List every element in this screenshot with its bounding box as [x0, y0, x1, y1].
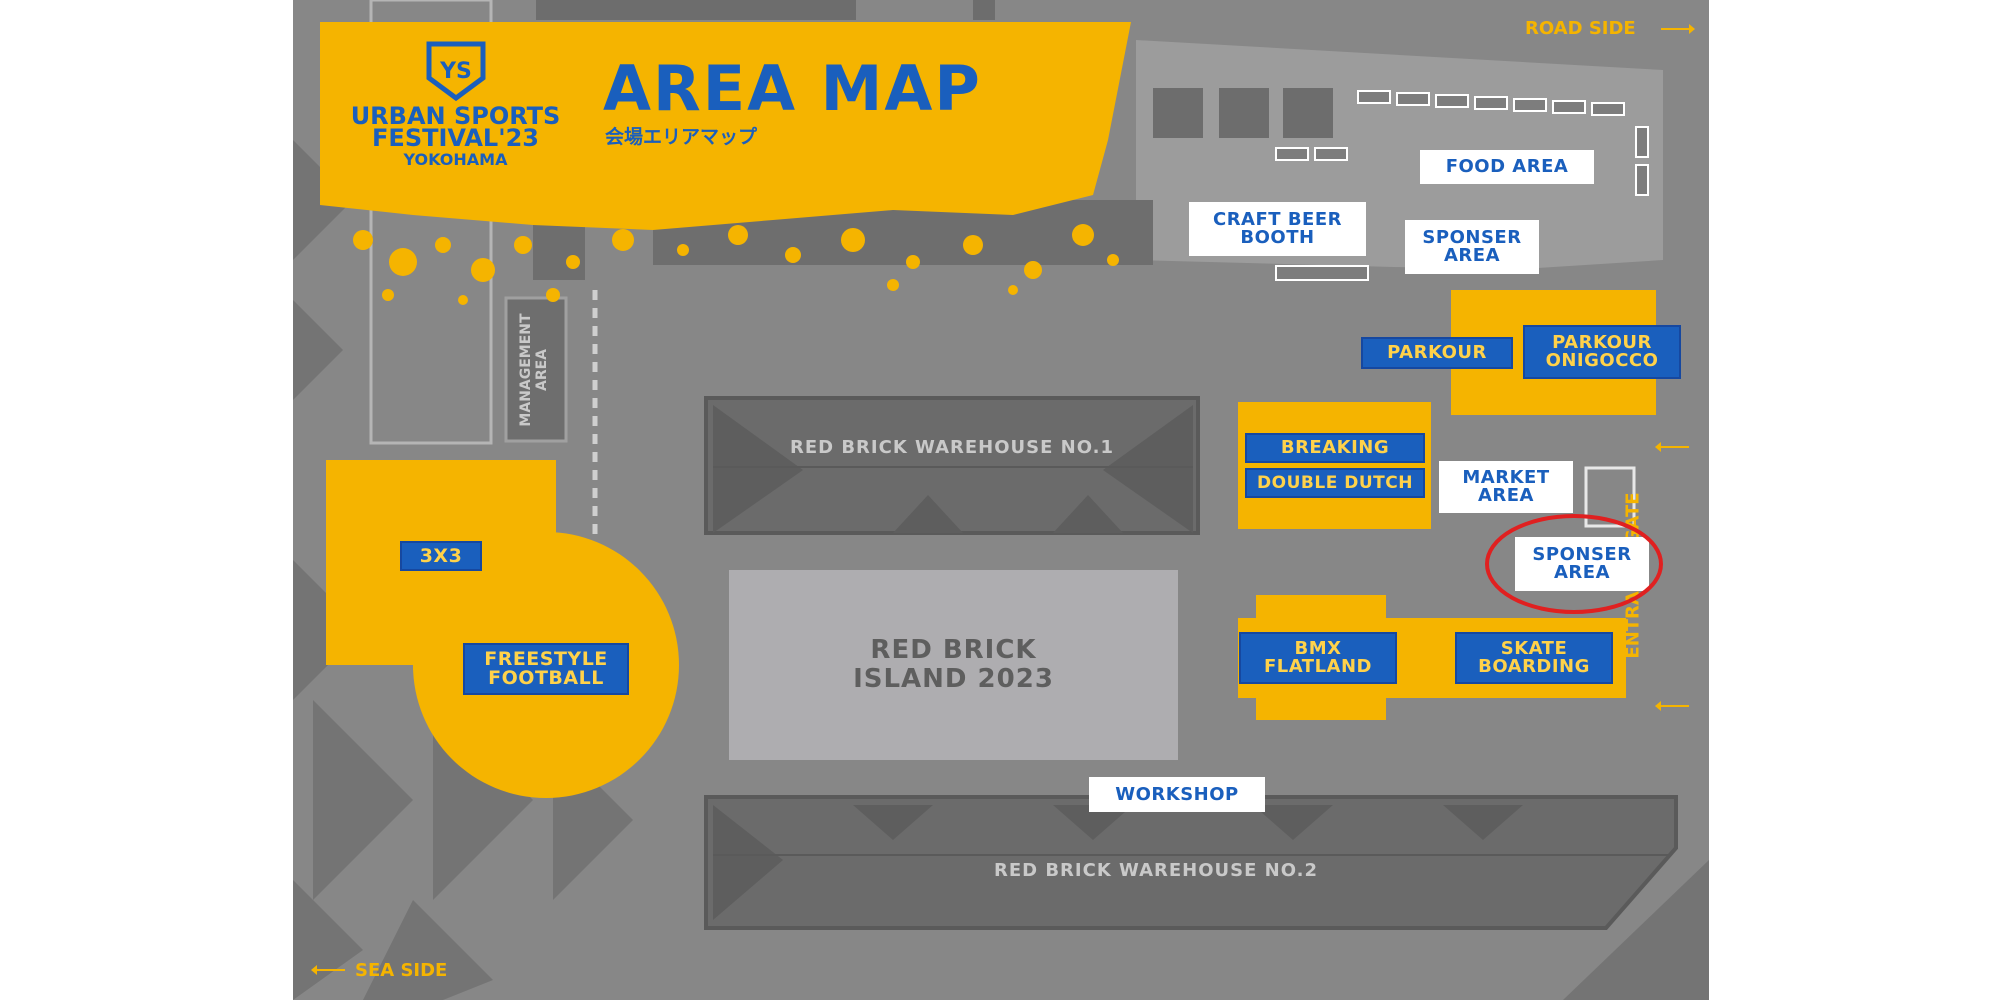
festival-name-line2: FESTIVAL'23 [372, 124, 539, 152]
craft-beer-booth-label: CRAFT BEER BOOTH [1189, 202, 1366, 256]
area-map: YS URBAN SPORTS FESTIVAL'23 YOKOHAMA ARE… [293, 0, 1709, 1000]
red-brick-island-label: RED BRICK ISLAND 2023 [853, 635, 1054, 694]
workshop-label: WORKSHOP [1089, 777, 1265, 812]
road-side-label: ROAD SIDE [1525, 18, 1636, 39]
festival-shield-logo-icon: YS [426, 41, 486, 102]
bmx-flatland-label: BMX FLATLAND [1239, 632, 1397, 684]
arrow-right-icon [1661, 24, 1695, 34]
arrow-left-icon [1655, 701, 1689, 711]
page-subtitle: 会場エリアマップ [605, 126, 758, 148]
arrow-left-icon [1655, 442, 1689, 452]
warehouse-2-label: RED BRICK WAREHOUSE NO.2 [993, 860, 1319, 881]
page-title: AREA MAP [603, 52, 982, 125]
market-area-label: MARKET AREA [1439, 461, 1573, 513]
skate-boarding-label: SKATE BOARDING [1455, 632, 1613, 684]
food-area-label: FOOD AREA [1420, 150, 1594, 184]
sponser-area-top-label: SPONSER AREA [1405, 220, 1539, 274]
svg-text:YS: YS [439, 59, 472, 84]
arrow-left-icon [311, 965, 345, 975]
festival-name-line1: URBAN SPORTS [350, 102, 561, 130]
warehouse-1-label: RED BRICK WAREHOUSE NO.1 [789, 437, 1115, 458]
parkour-label: PARKOUR [1361, 337, 1513, 369]
double-dutch-label: DOUBLE DUTCH [1245, 468, 1425, 498]
sponser-area-entrance-label: SPONSER AREA [1515, 537, 1649, 591]
freestyle-football-label: FREESTYLE FOOTBALL [463, 643, 629, 695]
breaking-label: BREAKING [1245, 433, 1425, 463]
management-area-label: MANAGEMENT AREA [518, 313, 551, 427]
sea-side-label: SEA SIDE [355, 960, 448, 981]
highlight-circle [1485, 514, 1663, 614]
three-by-three-label: 3X3 [400, 541, 482, 571]
parkour-onigocco-label: PARKOUR ONIGOCCO [1523, 325, 1681, 379]
festival-city: YOKOHAMA [403, 150, 508, 169]
